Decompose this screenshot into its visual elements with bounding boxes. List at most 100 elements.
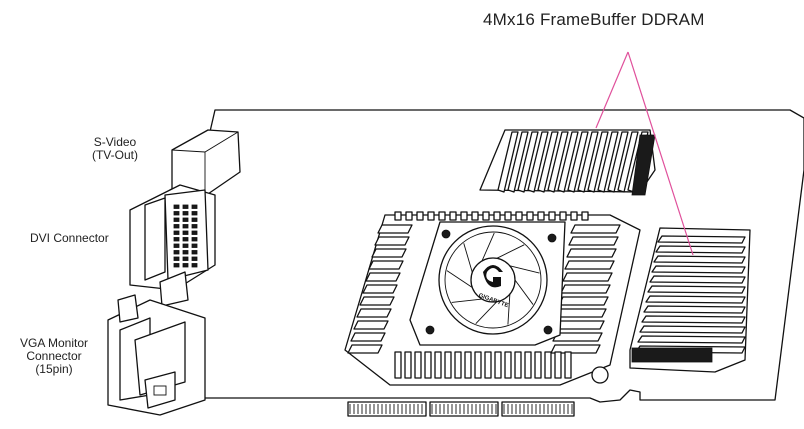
heatsink-fin: [497, 131, 519, 193]
heatsink-fin-top: [416, 211, 424, 221]
memory-heatsink-upper: [479, 129, 656, 196]
fan-blade: [509, 265, 540, 274]
heatsink-fin-top: [482, 211, 490, 221]
fan-blade: [481, 232, 495, 262]
heatsink-fin: [566, 248, 617, 258]
heatsink-fin: [544, 351, 552, 379]
vga-label-line1: VGA Monitor: [19, 336, 89, 350]
vga-label: VGA Monitor Connector (15pin): [14, 337, 94, 376]
heatsink-fin: [464, 351, 472, 379]
fan-blade: [496, 244, 525, 259]
fan-blade: [446, 270, 473, 288]
heatsink-fin: [394, 351, 402, 379]
dvi-connector: [129, 184, 216, 307]
heatsink-fin-top: [548, 211, 556, 221]
heatsink-fin: [637, 335, 746, 344]
heatsink-fin: [567, 131, 589, 193]
svideo-label-line1: S-Video: [93, 135, 137, 149]
heatsink-fin: [649, 275, 746, 284]
heatsink-fin: [655, 245, 746, 254]
fan-blade: [507, 294, 511, 325]
heatsink-fin: [350, 332, 386, 342]
heatsink-fin: [359, 296, 395, 306]
dvi-pin: [182, 250, 189, 255]
heatsink-fin-top: [471, 211, 479, 221]
heatsink-fin: [568, 236, 619, 246]
callout-lines: [595, 51, 694, 256]
dvi-pin: [191, 211, 198, 216]
memory-heatsink-right: [629, 227, 751, 373]
svideo-label-line2: (TV-Out): [91, 148, 138, 162]
dvi-pin: [191, 230, 198, 235]
dvi-pin: [182, 204, 189, 209]
memory-chip-pins: [631, 347, 713, 363]
heatsink-fin: [643, 305, 746, 314]
dvi-pin: [191, 217, 198, 222]
dvi-pin: [173, 263, 180, 268]
dvi-pin: [173, 237, 180, 242]
heatsink-fin: [557, 131, 579, 193]
heatsink-fin: [564, 260, 615, 270]
heatsink-fin: [577, 131, 599, 193]
dvi-pin: [182, 230, 189, 235]
heatsink-fin: [444, 351, 452, 379]
vga-label-line2: Connector: [26, 349, 82, 363]
dvi-pin: [191, 243, 198, 248]
fan-blade: [463, 243, 473, 273]
heatsink-fin: [554, 351, 562, 379]
heatsink-fin: [556, 308, 607, 318]
heatsink-fin: [550, 344, 601, 354]
dvi-pin: [182, 211, 189, 216]
heatsink-fin: [362, 284, 398, 294]
vga-connector: [107, 294, 206, 416]
svideo-label: S-Video (TV-Out): [80, 136, 150, 162]
dvi-pin: [191, 237, 198, 242]
dvi-pin: [182, 237, 189, 242]
vga-label-line3: (15pin): [35, 362, 73, 376]
heatsink-fin-top: [581, 211, 589, 221]
dvi-pin: [173, 230, 180, 235]
heatsink-fin: [645, 295, 746, 304]
edge-connector-block: [501, 401, 575, 417]
capacitor: [591, 366, 609, 384]
heatsink-fin-top: [405, 211, 413, 221]
heatsink-fin-top: [427, 211, 435, 221]
dvi-label: DVI Connector: [30, 231, 109, 245]
heatsink-fin-top: [493, 211, 501, 221]
dvi-pin: [191, 256, 198, 261]
dvi-pin: [173, 243, 180, 248]
dvi-pin: [182, 224, 189, 229]
heatsink-fin: [552, 332, 603, 342]
fan-blade: [451, 298, 483, 303]
heatsink-fin: [377, 224, 413, 234]
heatsink-fin: [527, 131, 549, 193]
heatsink-fin: [657, 235, 746, 244]
fan-blade: [514, 279, 534, 305]
heatsink-fin-top: [460, 211, 468, 221]
dvi-pin: [182, 256, 189, 261]
dvi-pin: [173, 204, 180, 209]
heatsink-fin-top: [438, 211, 446, 221]
heatsink-fin: [454, 351, 462, 379]
heatsink-fin-top: [394, 211, 402, 221]
heatsink-fin: [641, 315, 746, 324]
heatsink-fin: [651, 265, 746, 274]
dvi-pin: [191, 250, 198, 255]
dvi-pin: [173, 211, 180, 216]
dvi-pin: [173, 217, 180, 222]
heatsink-fin-top: [526, 211, 534, 221]
heatsink-fin: [653, 255, 746, 264]
heatsink-fin: [639, 325, 746, 334]
heatsink-fin: [424, 351, 432, 379]
dvi-pin: [191, 263, 198, 268]
dvi-pin: [191, 204, 198, 209]
heatsink-fin: [434, 351, 442, 379]
pci-edge-connector: [347, 401, 575, 417]
heatsink-fin: [558, 296, 609, 306]
heatsink-fin-top: [559, 211, 567, 221]
heatsink-fin: [494, 351, 502, 379]
heatsink-fin: [353, 320, 389, 330]
heatsink-fin: [371, 248, 407, 258]
